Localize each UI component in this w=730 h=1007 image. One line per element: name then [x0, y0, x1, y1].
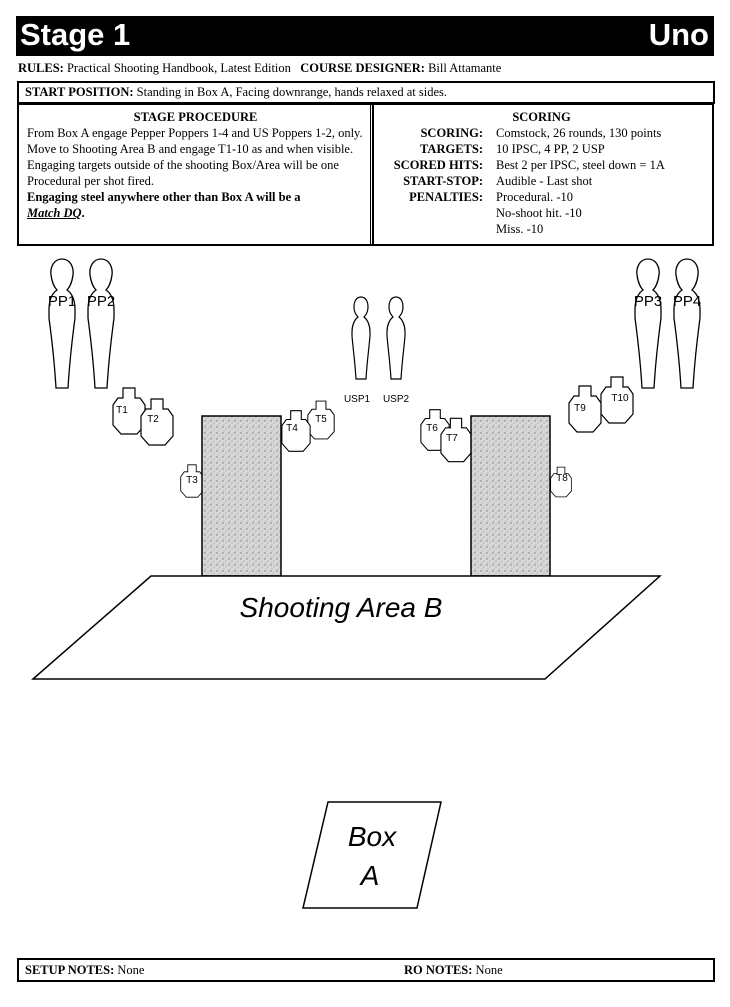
scoring-value: No-shoot hit. -10 — [496, 206, 582, 220]
wall-left — [201, 415, 282, 577]
t4-label: T4 — [286, 423, 298, 434]
notes-footer: SETUP NOTES: None RO NOTES: None — [17, 958, 715, 982]
scoring-row: No-shoot hit. -10 — [371, 205, 712, 221]
pepper-popper-1 — [48, 258, 76, 389]
ro-notes-value: None — [475, 963, 503, 977]
t10-label: T10 — [611, 393, 629, 404]
usp1-label: USP1 — [344, 394, 371, 405]
t7-label: T7 — [446, 433, 458, 444]
stage-procedure-box: STAGE PROCEDURE From Box A engage Pepper… — [17, 103, 374, 246]
scoring-value: Comstock, 26 rounds, 130 points — [496, 126, 662, 140]
pepper-popper-3 — [634, 258, 662, 389]
box-a-label-line2: A — [359, 860, 380, 891]
shooting-area-b — [31, 575, 662, 680]
stage-title: Stage 1 — [20, 17, 131, 52]
scoring-box: SCORING SCORING: Comstock, 26 rounds, 130… — [370, 103, 714, 246]
t8-label: T8 — [556, 473, 568, 484]
scoring-key: SCORED HITS: — [393, 158, 483, 172]
pp1-label: PP1 — [48, 293, 76, 310]
start-position-label: START POSITION: — [25, 85, 134, 99]
setup-notes-value: None — [117, 963, 145, 977]
designer-label: COURSE DESIGNER: — [300, 61, 425, 75]
scoring-key: START-STOP: — [403, 174, 483, 188]
scoring-value: Best 2 per IPSC, steel down = 1A — [496, 158, 665, 172]
pp3-label: PP3 — [634, 293, 662, 310]
scoring-key: SCORING: — [420, 126, 483, 140]
scoring-title: SCORING — [512, 110, 571, 124]
usp2-label: USP2 — [383, 394, 410, 405]
scoring-key: PENALTIES: — [409, 190, 483, 204]
procedure-paragraph-2: Engaging targets outside of the shooting… — [27, 158, 339, 188]
wall-right — [470, 415, 551, 577]
ro-notes-label: RO NOTES: — [404, 963, 473, 977]
shooting-area-label: Shooting Area B — [240, 592, 443, 623]
scoring-row: SCORED HITS: Best 2 per IPSC, steel down … — [371, 157, 712, 173]
scoring-row: Miss. -10 — [371, 221, 712, 237]
setup-notes-label: SETUP NOTES: — [25, 963, 115, 977]
match-dq-text: Match DQ — [27, 206, 82, 220]
scoring-value: Miss. -10 — [496, 222, 544, 236]
designer-value: Bill Attamante — [428, 61, 502, 75]
pepper-popper-2 — [87, 258, 115, 389]
start-position-value: Standing in Box A, Facing downrange, han… — [136, 85, 448, 99]
us-popper-1 — [351, 296, 371, 380]
scoring-value: Audible - Last shot — [496, 174, 593, 188]
scoring-row: TARGETS: 10 IPSC, 4 PP, 2 USP — [371, 141, 712, 157]
stage-name: Uno — [648, 17, 709, 52]
procedure-paragraph-1: From Box A engage Pepper Poppers 1-4 and… — [27, 126, 363, 156]
t2-label: T2 — [147, 414, 159, 425]
scoring-value: 10 IPSC, 4 PP, 2 USP — [496, 142, 605, 156]
box-a-label-line1: Box — [348, 821, 397, 852]
pp4-label: PP4 — [673, 293, 701, 310]
pp2-label: PP2 — [87, 293, 115, 310]
scoring-value: Procedural. -10 — [496, 190, 574, 204]
warning-period: . — [81, 206, 85, 220]
t9-label: T9 — [574, 403, 586, 414]
scoring-row: PENALTIES: Procedural. -10 — [371, 189, 712, 205]
scoring-key: TARGETS: — [420, 142, 483, 156]
stage-header: Stage 1 Uno — [16, 16, 714, 56]
procedure-title: STAGE PROCEDURE — [133, 110, 258, 124]
us-popper-2 — [386, 296, 406, 380]
rules-value: Practical Shooting Handbook, Latest Edit… — [66, 61, 291, 75]
pepper-popper-4 — [673, 258, 701, 389]
scoring-row: START-STOP: Audible - Last shot — [371, 173, 712, 189]
t3-label: T3 — [186, 475, 198, 486]
t5-label: T5 — [315, 414, 327, 425]
rules-line: RULES: Practical Shooting Handbook, Late… — [18, 61, 501, 76]
t6-label: T6 — [426, 423, 438, 434]
rules-label: RULES: — [18, 61, 64, 75]
t1-label: T1 — [116, 405, 128, 416]
procedure-warning-text: Engaging steel anywhere other than Box A… — [27, 190, 301, 204]
box-a — [302, 801, 442, 909]
scoring-row: SCORING: Comstock, 26 rounds, 130 points — [371, 125, 712, 141]
procedure-warning: Engaging steel anywhere other than Box A… — [27, 189, 366, 221]
